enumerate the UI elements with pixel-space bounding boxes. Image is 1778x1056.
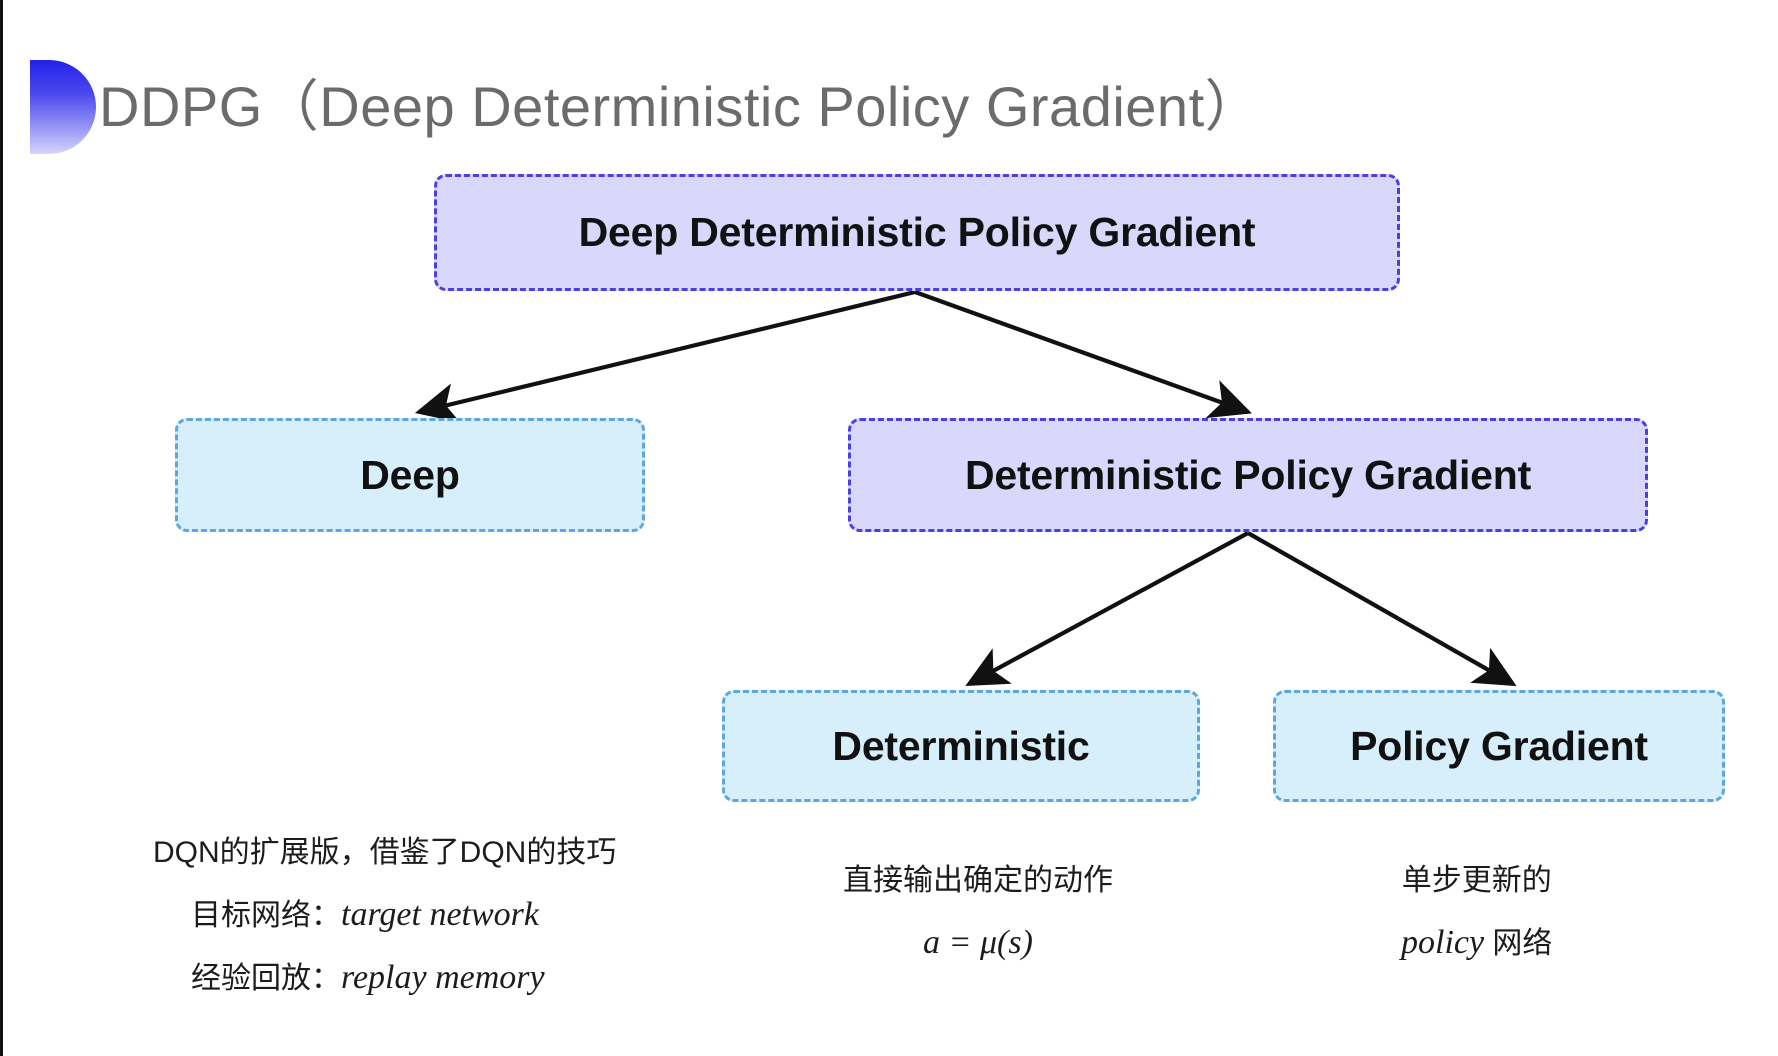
node-deep[interactable]: Deep [175,418,645,532]
annotation-deterministic-line1: 直接输出确定的动作 [843,864,1113,897]
edge-root-to-deep [414,289,916,423]
edge-dpg-to-deterministic [965,531,1249,686]
annotation-deep: DQN的扩展版，借鉴了DQN的技巧 目标网络：target network 经验… [153,822,616,1010]
annotation-deterministic-formula: a = μ(s) [923,924,1033,961]
node-deep-label: Deep [360,451,460,498]
annotation-policy-gradient: 单步更新的 policy 网络 [1401,850,1552,975]
node-policy-gradient[interactable]: Policy Gradient [1273,690,1725,802]
edge-dpg-to-policy-gradient [1246,531,1517,687]
node-root-label: Deep Deterministic Policy Gradient [578,209,1256,255]
annotation-deterministic: 直接输出确定的动作 a = μ(s) [843,850,1113,974]
annotation-deep-line3: 经验回放：replay memory [153,947,616,1010]
annotation-deep-line1: DQN的扩展版，借鉴了DQN的技巧 [153,836,617,869]
annotation-policy-gradient-line2: policy 网络 [1401,912,1552,975]
edge-root-to-dpg [914,290,1252,419]
annotation-deep-line2-label: 目标网络： [191,899,341,932]
node-deterministic-label: Deterministic [832,722,1090,769]
half-circle-gradient-decoration-icon [30,60,96,154]
annotation-deep-line2-value: target network [341,896,539,933]
node-deterministic-policy-gradient[interactable]: Deterministic Policy Gradient [848,418,1648,532]
annotation-deep-line3-value: replay memory [341,959,545,996]
annotation-policy-gradient-line2-suffix: 网络 [1484,927,1553,960]
annotation-policy-gradient-line1: 单步更新的 [1401,864,1552,897]
node-deterministic[interactable]: Deterministic [722,690,1200,802]
page-title: DDPG（Deep Deterministic Policy Gradient） [99,75,1262,138]
annotation-policy-gradient-line2-value: policy [1401,924,1485,961]
node-root[interactable]: Deep Deterministic Policy Gradient [434,174,1400,291]
node-policy-gradient-label: Policy Gradient [1350,722,1648,769]
node-dpg-label: Deterministic Policy Gradient [964,451,1532,498]
annotation-deep-line2: 目标网络：target network [153,884,616,947]
annotation-deep-line3-label: 经验回放： [191,962,341,995]
